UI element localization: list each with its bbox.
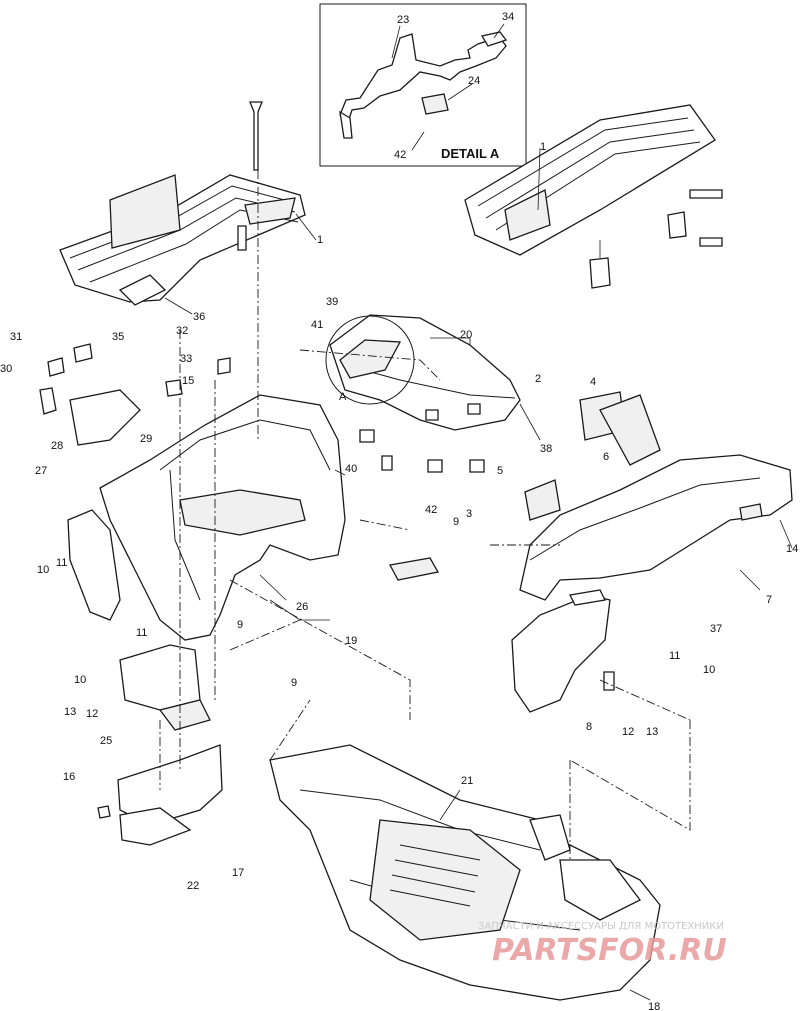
callout-11-left: 11 xyxy=(56,557,67,569)
callout-12-left: 12 xyxy=(86,708,98,720)
callout-9-left-a: 9 xyxy=(237,619,243,631)
callout-37: 37 xyxy=(710,623,722,635)
callout-25: 25 xyxy=(100,735,112,747)
callout-10-left: 10 xyxy=(37,564,49,576)
callout-13-left: 13 xyxy=(64,706,76,718)
detail-a-inset: DETAIL A xyxy=(319,3,527,167)
alignment-lines xyxy=(159,170,691,860)
callout-15: 15 xyxy=(182,375,194,387)
callout-22: 22 xyxy=(187,880,199,892)
callout-38: 38 xyxy=(540,443,552,455)
callout-4: 4 xyxy=(590,376,596,388)
callout-14: 14 xyxy=(786,543,798,555)
callout-30: 30 xyxy=(0,363,12,375)
callout-23: 23 xyxy=(397,14,409,26)
rear-fender xyxy=(519,391,793,601)
callout-27: 27 xyxy=(35,465,47,477)
callout-1-front-rack: 1 xyxy=(317,234,323,246)
callout-33: 33 xyxy=(180,353,192,365)
callout-41: 41 xyxy=(311,319,323,331)
callout-8: 8 xyxy=(586,721,592,733)
callout-29: 29 xyxy=(140,433,152,445)
callout-1-rear-rack: 1 xyxy=(540,141,546,153)
callout-16: 16 xyxy=(63,771,75,783)
front-rack xyxy=(59,101,317,315)
callout-5: 5 xyxy=(497,465,503,477)
right-mudflap xyxy=(389,557,615,713)
callout-28: 28 xyxy=(51,440,63,452)
callout-13-right: 13 xyxy=(646,726,658,738)
callout-34: 34 xyxy=(502,11,514,23)
callout-12-right: 12 xyxy=(622,726,634,738)
callout-19: 19 xyxy=(345,635,357,647)
callout-24: 24 xyxy=(468,75,480,87)
callout-2: 2 xyxy=(535,373,541,385)
callout-7: 7 xyxy=(766,594,772,606)
callout-11-lower: 11 xyxy=(136,627,147,639)
callout-42-detail: 42 xyxy=(394,149,406,161)
front-fender xyxy=(39,343,346,641)
watermark: ЗАПЧАСТИ И АКСЕССУАРЫ ДЛЯ МОТОТЕХНИКИ PA… xyxy=(478,921,727,968)
callout-17: 17 xyxy=(232,867,244,879)
callout-20: 20 xyxy=(460,329,472,341)
callout-42: 42 xyxy=(425,504,437,516)
callout-10-right: 10 xyxy=(703,664,715,676)
seat xyxy=(325,314,541,473)
callout-40: 40 xyxy=(345,463,357,475)
watermark-tagline: ЗАПЧАСТИ И АКСЕССУАРЫ ДЛЯ МОТОТЕХНИКИ xyxy=(478,921,724,932)
callout-39: 39 xyxy=(326,296,338,308)
detail-marker-a: A xyxy=(339,391,347,403)
callout-21: 21 xyxy=(461,775,473,787)
callout-9-left-b: 9 xyxy=(291,677,297,689)
callout-18: 18 xyxy=(648,1001,660,1011)
rear-rack xyxy=(464,104,723,289)
callout-6: 6 xyxy=(603,451,609,463)
callout-36: 36 xyxy=(193,311,205,323)
callout-26: 26 xyxy=(296,601,308,613)
callout-11-right: 11 xyxy=(669,650,680,662)
callout-labels: 23 34 24 42 A 1 1 36 39 41 20 38 42 3 9 … xyxy=(0,11,798,1011)
callout-32: 32 xyxy=(176,325,188,337)
watermark-site: PARTSFOR.RU xyxy=(492,933,727,968)
callout-9-center: 9 xyxy=(453,516,459,528)
detail-a-title: DETAIL A xyxy=(441,146,500,161)
callout-10-lower: 10 xyxy=(74,674,86,686)
frame-engine xyxy=(269,744,661,1001)
callout-35: 35 xyxy=(112,331,124,343)
callout-31: 31 xyxy=(10,331,22,343)
callout-3: 3 xyxy=(466,508,472,520)
